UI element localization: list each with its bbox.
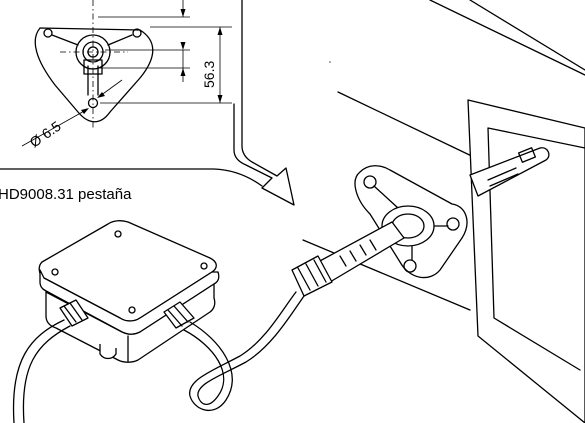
box-foot — [99, 344, 117, 360]
cable-left-inner — [22, 325, 71, 423]
arrowhead — [217, 95, 223, 103]
flange-detail-view: 56.3 Ø 6.5 — [21, 0, 232, 151]
flange-arms — [51, 34, 133, 96]
arrowhead — [180, 68, 186, 76]
mount-screw-bottom — [403, 259, 417, 273]
arrowhead — [180, 9, 186, 17]
dim-diameter-leader-2 — [99, 79, 123, 97]
cable-left-outer — [12, 319, 65, 423]
dim-diameter-label: Ø 6.5 — [27, 118, 64, 151]
flange-model-label: HD9008.31 pestaña — [0, 186, 132, 203]
cable-probe-inner — [183, 295, 305, 405]
probe-cap — [517, 147, 537, 163]
lid-screw — [128, 306, 136, 314]
box-gland-right — [163, 301, 195, 329]
gland-ribs — [297, 259, 327, 291]
duct-face-outer — [467, 99, 585, 423]
lid-screw — [200, 262, 208, 270]
mount-screw-right — [446, 217, 460, 231]
arrowhead — [81, 108, 89, 114]
extension-lines — [98, 16, 232, 104]
mount-screw-top — [363, 175, 377, 189]
arrowhead — [97, 92, 105, 98]
duct-face-inner — [487, 127, 585, 371]
box-base — [45, 283, 216, 363]
pointer-arrow — [233, 0, 295, 206]
duct-edges — [302, 0, 585, 311]
screw-hole-right — [132, 28, 142, 38]
transmitter-box — [38, 220, 220, 363]
cable-probe-outer — [189, 291, 297, 411]
dim-diameter-leader — [21, 109, 87, 147]
arrowhead — [217, 27, 223, 35]
duct-top-edge — [429, 0, 585, 76]
arrowhead — [180, 42, 186, 50]
label-leader — [0, 168, 263, 187]
duct-assembly — [291, 0, 585, 423]
probe-shaft-marks — [339, 239, 377, 267]
cables — [12, 291, 305, 423]
lid-screw — [51, 268, 59, 276]
probe-slots — [487, 167, 519, 187]
gland-right-ribs — [167, 305, 189, 327]
dim-56-3-label: 56.3 — [201, 61, 217, 88]
gland-left-ribs — [63, 302, 83, 323]
lid-screw — [114, 230, 122, 238]
screw-hole-left — [43, 28, 53, 38]
flange-outline — [34, 27, 154, 123]
